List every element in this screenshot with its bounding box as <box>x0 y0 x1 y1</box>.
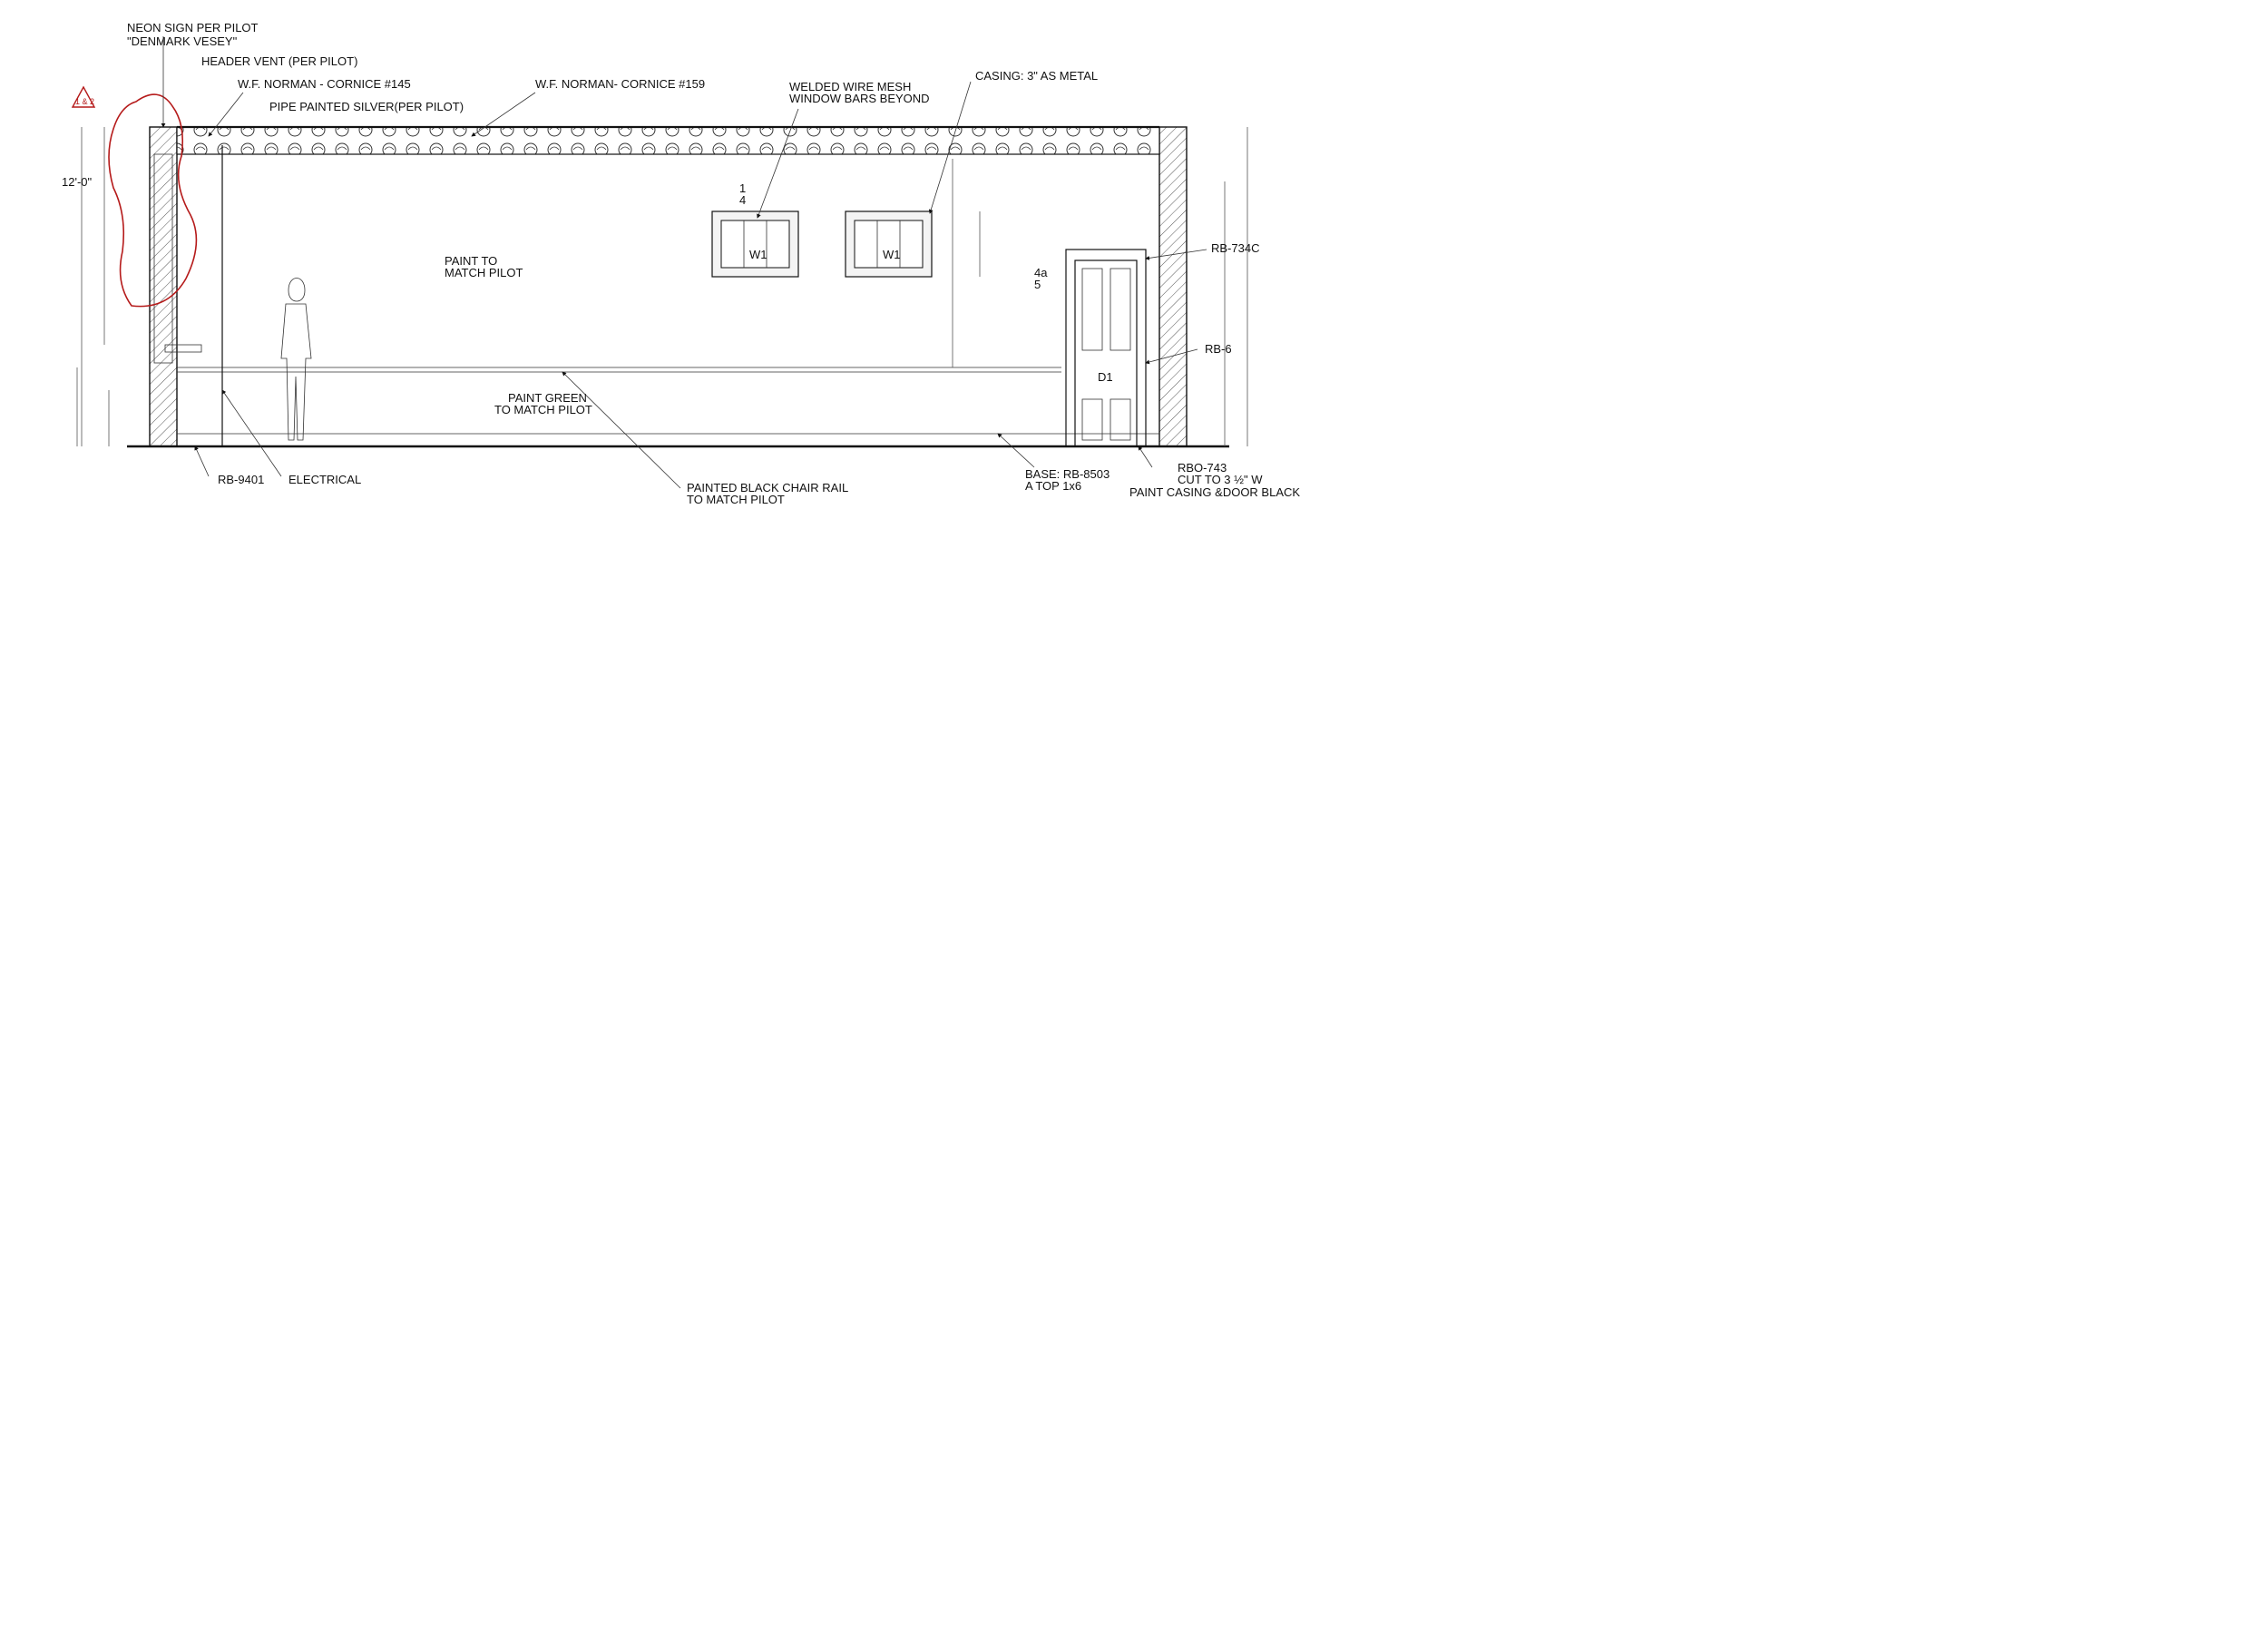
note-rbo-3: PAINT CASING &DOOR BLACK <box>1129 485 1300 499</box>
tag-4: 4 <box>739 193 746 207</box>
note-electrical: ELECTRICAL <box>288 473 361 486</box>
note-mesh-1: WELDED WIRE MESH <box>789 80 911 93</box>
note-paint-pilot-2: MATCH PILOT <box>445 266 523 279</box>
window-tag-w1b: W1 <box>883 248 901 261</box>
note-pipe: PIPE PAINTED SILVER(PER PILOT) <box>269 100 464 113</box>
tag-1: 1 <box>739 181 746 195</box>
note-casing: CASING: 3" AS METAL <box>975 69 1098 83</box>
note-chair-rail-1: PAINTED BLACK CHAIR RAIL <box>687 481 848 494</box>
elevation-a: NEON SIGN PER PILOT "DENMARK VESEY" HEAD… <box>62 21 1300 506</box>
note-rb6: RB-6 <box>1205 342 1232 356</box>
note-rb9401: RB-9401 <box>218 473 264 486</box>
note-paint-green-1: PAINT GREEN <box>508 391 587 405</box>
note-cornice-145: W.F. NORMAN - CORNICE #145 <box>238 77 411 91</box>
note-header-vent: HEADER VENT (PER PILOT) <box>201 54 357 68</box>
note-paint-green-2: TO MATCH PILOT <box>494 403 592 416</box>
tag-5a: 5 <box>1034 278 1041 291</box>
window-tag-w1a: W1 <box>749 248 767 261</box>
note-chair-rail-2: TO MATCH PILOT <box>687 493 785 506</box>
note-mesh-2: WINDOW BARS BEYOND <box>789 92 930 105</box>
note-rbo-1: RBO-743 <box>1178 461 1227 475</box>
door-tag-d1: D1 <box>1098 370 1113 384</box>
dim-a-12: 12'-0" <box>62 175 93 189</box>
note-base-1: BASE: RB-8503 <box>1025 467 1110 481</box>
note-base-2: A TOP 1x6 <box>1025 479 1081 493</box>
note-cornice-159: W.F. NORMAN- CORNICE #159 <box>535 77 705 91</box>
note-rbo-2: CUT TO 3 ½" W <box>1178 473 1263 486</box>
tag-4a: 4a <box>1034 266 1048 279</box>
note-neon-sign: NEON SIGN PER PILOT <box>127 21 259 34</box>
note-neon-sign-name: "DENMARK VESEY" <box>127 34 238 48</box>
note-rb734c: RB-734C <box>1211 241 1259 255</box>
note-paint-pilot-1: PAINT TO <box>445 254 497 268</box>
revision-tag-a: 1 & 2 <box>75 97 94 106</box>
